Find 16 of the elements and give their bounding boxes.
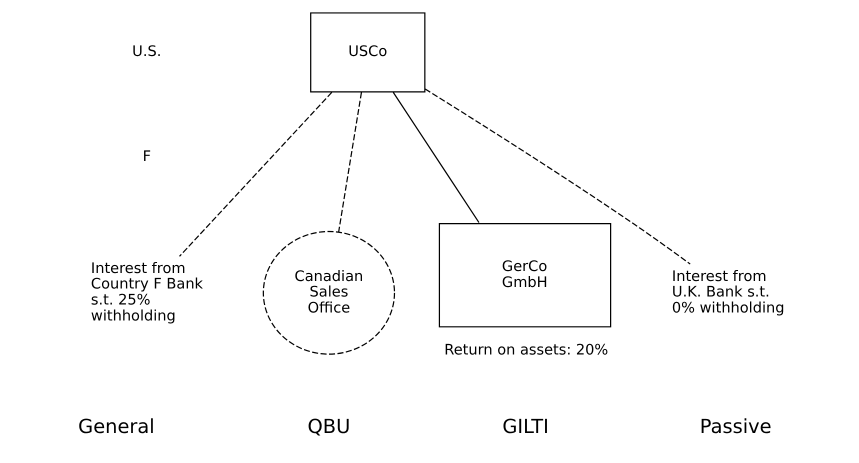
- label: Passive: [699, 414, 772, 438]
- label: QBU: [307, 414, 350, 438]
- node-box: GerCo GmbH: [438, 223, 611, 328]
- label: U.S.: [132, 43, 161, 60]
- node-label: Return on assets: 20%: [444, 341, 608, 358]
- node-text: Interest from U.K. Bank s.t. 0% withholding: [671, 268, 784, 316]
- connector: [392, 92, 479, 223]
- connector: [424, 88, 690, 265]
- connector: [338, 92, 362, 232]
- node-box: USCo: [310, 12, 425, 92]
- label: F: [142, 148, 150, 166]
- label: General: [78, 414, 154, 438]
- label: GILTI: [502, 414, 548, 438]
- node-circle: Canadian Sales Office: [262, 230, 395, 355]
- node-text: Interest from Country F Bank s.t. 25% withholding: [90, 260, 203, 324]
- connector: [178, 92, 332, 257]
